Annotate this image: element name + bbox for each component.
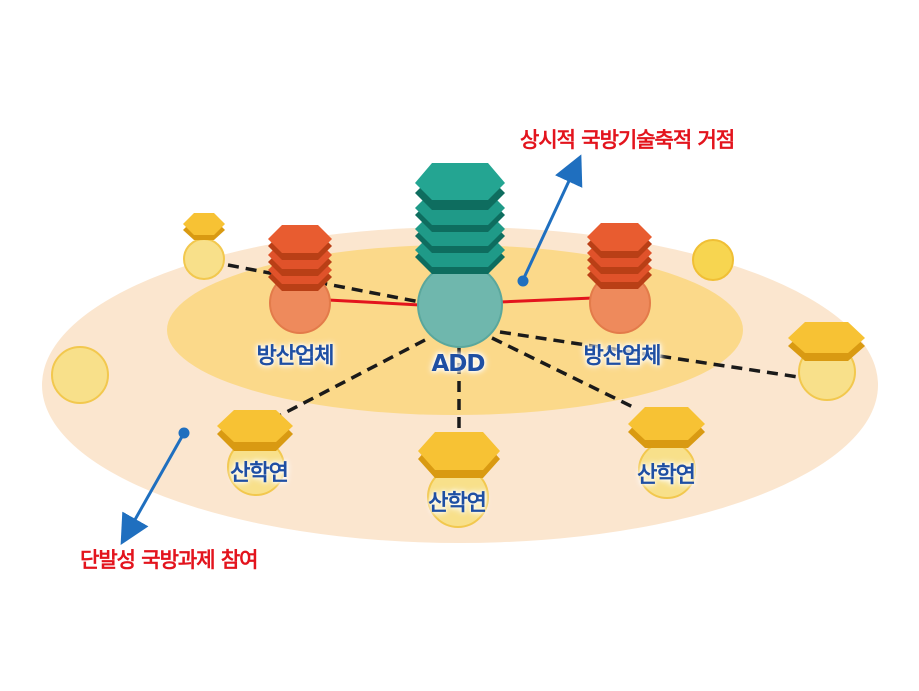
arrow-top-dot [517,275,529,287]
link-industry-right [499,296,594,304]
red-connectors [327,296,594,307]
label-industry-right: 방산업체 [583,344,662,369]
industry-node-left [268,225,332,334]
callout-bottom-label: 단발성 국방과제 참여 [80,548,259,572]
arrow-bottom-dot [178,427,190,439]
outer-node-right-top [692,239,734,281]
academia-node-left [217,410,293,496]
link-industry-left [327,298,421,307]
label-academia-left: 산학연 [230,461,289,486]
arrow-bottom [120,432,186,546]
center-node-add [415,163,505,348]
callout-top-label: 상시적 국방기술축적 거점 [520,128,735,152]
academia-node-center [418,432,500,528]
label-industry-left: 방산업체 [256,344,335,369]
outer-node-right [788,322,865,401]
label-center-add: ADD [431,351,486,377]
connector-academia-right [491,336,636,410]
callout-arrows [120,154,583,546]
label-academia-right: 산학연 [637,463,696,488]
outer-node-top-left [183,213,225,280]
connector-outer-right [499,330,806,380]
arrow-top [521,154,583,281]
connector-academia-left [274,338,426,420]
label-academia-center: 산학연 [428,491,487,516]
industry-node-right [587,223,652,334]
outer-node-left [51,346,109,404]
academia-node-right [628,407,705,499]
